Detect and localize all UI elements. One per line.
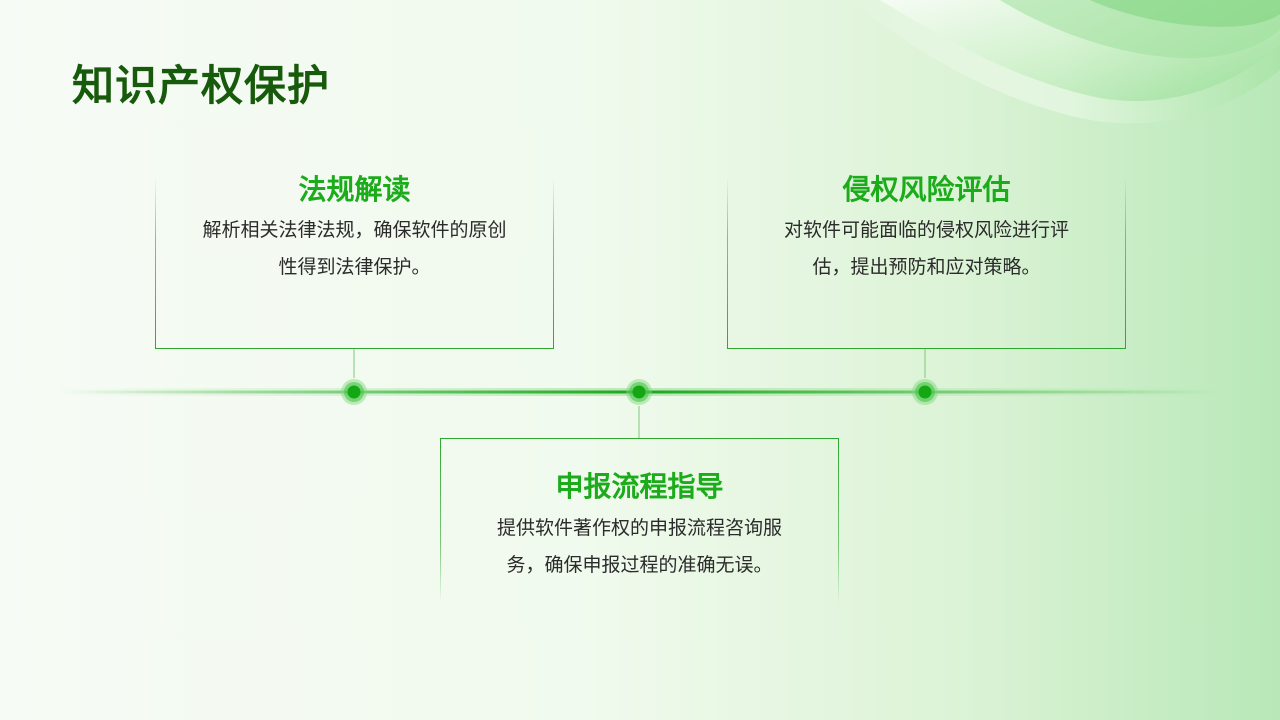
card-text: 解析相关法律法规，确保软件的原创性得到法律保护。 bbox=[202, 219, 507, 278]
card-regulation-interpretation: 法规解读 解析相关法律法规，确保软件的原创性得到法律保护。 bbox=[155, 173, 554, 349]
card-title: 侵权风险评估 bbox=[842, 173, 1011, 206]
timeline-node-1 bbox=[341, 379, 367, 405]
card-title: 法规解读 bbox=[298, 173, 411, 206]
card-infringement-risk: 侵权风险评估 对软件可能面临的侵权风险进行评估，提出预防和应对策略。 bbox=[727, 173, 1126, 349]
page-title: 知识产权保护 bbox=[72, 61, 331, 110]
timeline-node-3 bbox=[912, 379, 938, 405]
timeline-node-2 bbox=[626, 379, 652, 405]
card-title: 申报流程指导 bbox=[555, 470, 724, 503]
card-text: 对软件可能面临的侵权风险进行评估，提出预防和应对策略。 bbox=[783, 219, 1069, 278]
card-application-guidance: 申报流程指导 提供软件著作权的申报流程咨询服务，确保申报过程的准确无误。 bbox=[440, 438, 839, 603]
card-text: 提供软件著作权的申报流程咨询服务，确保申报过程的准确无误。 bbox=[496, 517, 782, 576]
